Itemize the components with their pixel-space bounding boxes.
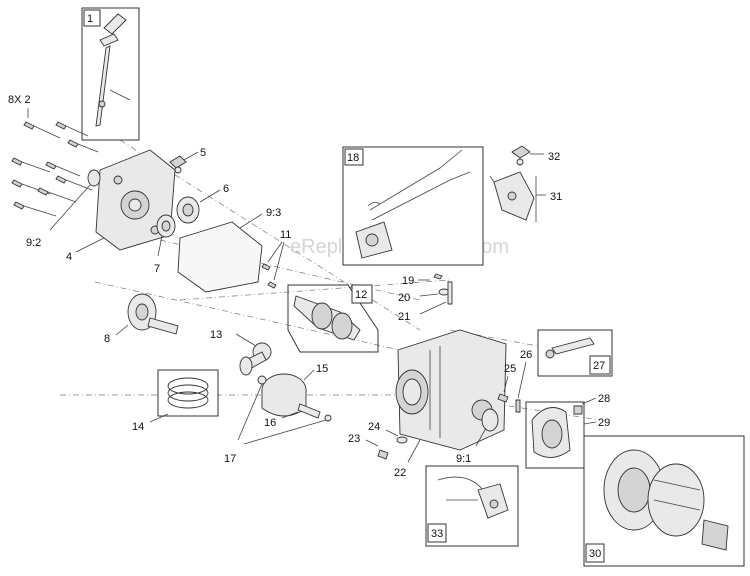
part-12-crankshaft: [287, 284, 379, 353]
label-24: 24: [368, 421, 380, 433]
label-9-2: 9:2: [26, 237, 41, 249]
part-6-bearing: [176, 189, 221, 224]
label-29: 29: [598, 417, 610, 429]
label-9-1: 9:1: [456, 453, 471, 465]
part-32-bracket: [511, 145, 544, 166]
label-11: 11: [280, 229, 291, 241]
label-7: 7: [154, 263, 160, 275]
part-9-1-oil-seal: [475, 408, 499, 447]
part-14-piston-rings: [149, 369, 219, 423]
part-17-pin-clips: [237, 375, 332, 445]
label-6: 6: [223, 183, 229, 195]
label-23: 23: [348, 433, 360, 445]
label-33: 33: [431, 528, 443, 540]
label-17: 17: [224, 453, 236, 465]
label-18: 18: [347, 152, 359, 164]
part-5-governor-part: [169, 151, 199, 174]
part-11-dowel-pins: [261, 241, 285, 289]
label-20: 20: [398, 292, 410, 304]
part-33-wiring-harness: [425, 465, 519, 547]
part-9-2-oil-seal: [49, 169, 101, 231]
part-25-key: [497, 375, 509, 403]
part-22-crankcase-block: [395, 329, 507, 463]
part-28-29-ignition-coil: [525, 397, 597, 469]
part-4-crankcase-cover: [75, 149, 176, 253]
part-23-drain-plug: [365, 439, 389, 460]
label-27: 27: [593, 360, 605, 372]
label-13: 13: [210, 329, 222, 341]
label-22: 22: [394, 467, 406, 479]
part-31-control-lever: [489, 171, 546, 222]
part-19-20-21-governor-shaft: [418, 273, 453, 315]
label-28: 28: [598, 393, 610, 405]
part-18-governor-linkage: [342, 146, 484, 266]
label-15: 15: [316, 363, 328, 375]
part-30-flywheel: [583, 435, 745, 567]
label-9-3: 9:3: [266, 207, 281, 219]
part-27-spark-plug: [537, 329, 613, 377]
label-5: 5: [200, 147, 206, 159]
label-26: 26: [520, 349, 532, 361]
part-7-bearing: [156, 214, 176, 257]
label-1: 1: [87, 13, 93, 25]
part-24-washer: [385, 429, 408, 444]
label-12: 12: [355, 289, 367, 301]
part-16-piston-pin: [281, 403, 321, 419]
label-21: 21: [398, 311, 410, 323]
part-1-oil-fill-tube: [81, 7, 140, 141]
label-4: 4: [66, 251, 72, 263]
label-16: 16: [264, 417, 276, 429]
label-30: 30: [589, 548, 601, 560]
part-26-pin: [515, 361, 527, 413]
part-8-camshaft: [115, 293, 179, 336]
part-13-connecting-rod: [235, 333, 272, 376]
part-bolts: 8X 2: [8, 94, 99, 217]
label-14: 14: [132, 421, 144, 433]
label-31: 31: [550, 191, 562, 203]
part-15-piston: [261, 369, 315, 417]
label-25: 25: [504, 363, 516, 375]
part-9-3-gasket: [177, 213, 263, 293]
label-8: 8: [104, 333, 110, 345]
label-19: 19: [402, 275, 414, 287]
label-8x2: 8X 2: [8, 94, 31, 106]
label-32: 32: [548, 151, 560, 163]
